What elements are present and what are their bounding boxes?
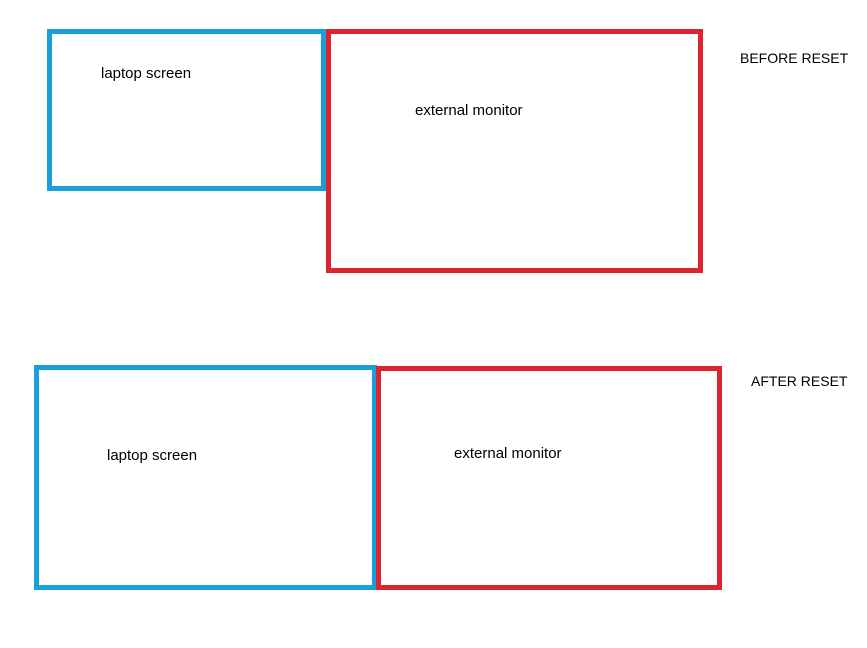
after-reset-heading: AFTER RESET (751, 373, 848, 389)
laptop-screen-label: laptop screen (101, 65, 192, 82)
before-reset-heading: BEFORE RESET (740, 50, 849, 66)
laptop-screen-box (47, 29, 326, 191)
external-monitor-box (326, 29, 703, 273)
external-monitor-label: external monitor (415, 102, 523, 119)
external-monitor-box (376, 366, 722, 590)
laptop-screen-box (34, 365, 377, 590)
laptop-screen-label: laptop screen (107, 447, 198, 464)
external-monitor-label: external monitor (454, 445, 562, 462)
